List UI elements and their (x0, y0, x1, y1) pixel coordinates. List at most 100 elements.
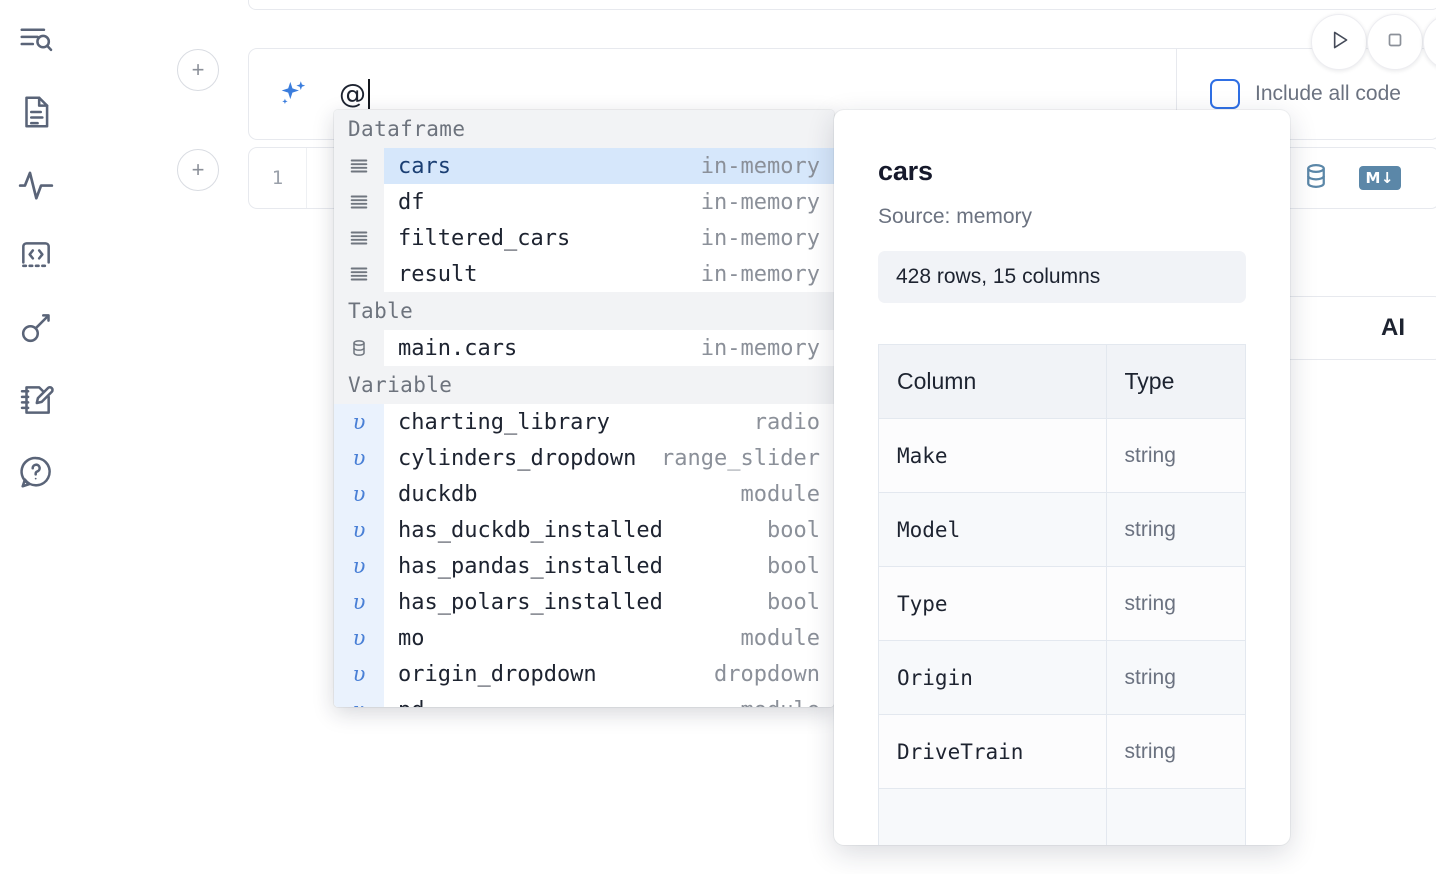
add-cell-button-bottom[interactable]: + (177, 149, 219, 191)
variable-icon: υ (334, 512, 384, 548)
sidebar-item-snippets[interactable] (12, 232, 60, 280)
table-cell-type (1105, 788, 1247, 845)
sidebar-item-explore[interactable] (12, 16, 60, 64)
autocomplete-item-meta: module (741, 698, 834, 708)
autocomplete-item-meta: bool (767, 589, 820, 615)
code-brackets-icon (17, 237, 55, 275)
notebook-pencil-icon (17, 381, 55, 419)
document-icon (17, 93, 55, 131)
key-icon (17, 309, 55, 347)
autocomplete-item-meta: bool (767, 517, 820, 543)
sidebar-item-secrets[interactable] (12, 304, 60, 352)
include-all-code-checkbox[interactable] (1210, 79, 1240, 109)
sidebar-item-scratchpad[interactable] (12, 376, 60, 424)
variable-icon: υ (334, 620, 384, 656)
autocomplete-item-meta: bool (767, 553, 820, 579)
detail-source: Source: memory (878, 205, 1033, 228)
dataframe-icon (334, 220, 384, 256)
autocomplete-item-name: mo (398, 625, 425, 651)
dataframe-icon (334, 256, 384, 292)
autocomplete-item-meta: module (740, 625, 820, 651)
sidebar-item-files[interactable] (12, 88, 60, 136)
table-cell-column: Make (878, 418, 1107, 493)
autocomplete-item-meta: radio (753, 409, 820, 435)
markdown-icon[interactable]: M↓ (1358, 166, 1401, 190)
text-caret (367, 79, 370, 109)
table-cell-type: string (1105, 418, 1247, 493)
table-row (878, 788, 1247, 845)
autocomplete-item-name: filtered_cars (398, 225, 571, 251)
detail-shape-badge: 428 rows, 15 columns (878, 251, 1246, 303)
autocomplete-item-meta: in-memory (700, 261, 820, 287)
play-triangle-icon (1326, 27, 1352, 58)
stop-button[interactable] (1367, 14, 1423, 70)
table-cell-type: string (1105, 492, 1247, 567)
sidebar-item-variables[interactable] (12, 160, 60, 208)
autocomplete-item-meta: in-memory (700, 225, 820, 251)
variable-icon: υ (334, 476, 384, 512)
variable-icon: υ (334, 692, 384, 707)
table-cell-type: string (1105, 566, 1247, 641)
include-all-code-label: Include all code (1255, 82, 1401, 105)
help-chat-icon (17, 453, 55, 491)
variable-icon: υ (334, 584, 384, 620)
variable-icon: υ (334, 404, 384, 440)
activity-pulse-icon (17, 165, 55, 203)
autocomplete-item-name: pd (384, 698, 425, 708)
autocomplete-item-meta: module (740, 481, 820, 507)
database-icon[interactable] (1301, 161, 1331, 196)
autocomplete-item[interactable]: filtered_cars in-memory (334, 220, 834, 256)
autocomplete-item-meta: dropdown (714, 661, 820, 687)
table-cell-column (878, 788, 1107, 845)
autocomplete-item[interactable]: υ has_pandas_installed bool (334, 548, 834, 584)
autocomplete-item-name: main.cars (398, 335, 518, 361)
autocomplete-item-meta: in-memory (700, 153, 820, 179)
autocomplete-item[interactable]: result in-memory (334, 256, 834, 292)
stop-square-icon (1383, 28, 1407, 57)
sidebar-item-help[interactable] (12, 448, 60, 496)
add-cell-button-top[interactable]: + (177, 49, 219, 91)
autocomplete-group-header: Table (334, 292, 834, 330)
code-line-number: 1 (249, 148, 307, 208)
previous-cell-edge (248, 0, 1436, 10)
autocomplete-item[interactable]: υ has_polars_installed bool (334, 584, 834, 620)
detail-title: cars (878, 156, 933, 186)
variable-icon: υ (334, 440, 384, 476)
autocomplete-item-meta: in-memory (700, 189, 820, 215)
dataframe-icon (334, 148, 384, 184)
ai-prompt-text: @ (339, 79, 370, 110)
autocomplete-item-name: has_pandas_installed (398, 553, 663, 579)
dataframe-icon (334, 184, 384, 220)
autocomplete-item-name: result (398, 261, 478, 287)
ai-prompt-input[interactable]: @ (249, 49, 1177, 139)
variable-icon: υ (334, 548, 384, 584)
autocomplete-item[interactable]: υpd module (334, 692, 834, 707)
variable-icon: υ (334, 656, 384, 692)
code-cell-actions: M↓ (1301, 161, 1436, 196)
autocomplete-item-name: cylinders_dropdown (398, 445, 637, 471)
run-button[interactable] (1311, 14, 1367, 70)
autocomplete-group-header: Variable (334, 366, 834, 404)
autocomplete-item-name: has_polars_installed (398, 589, 663, 615)
table-column-header: Type (1105, 344, 1247, 419)
autocomplete-item-name: duckdb (398, 481, 478, 507)
ai-chip-label: AI (1381, 314, 1405, 341)
